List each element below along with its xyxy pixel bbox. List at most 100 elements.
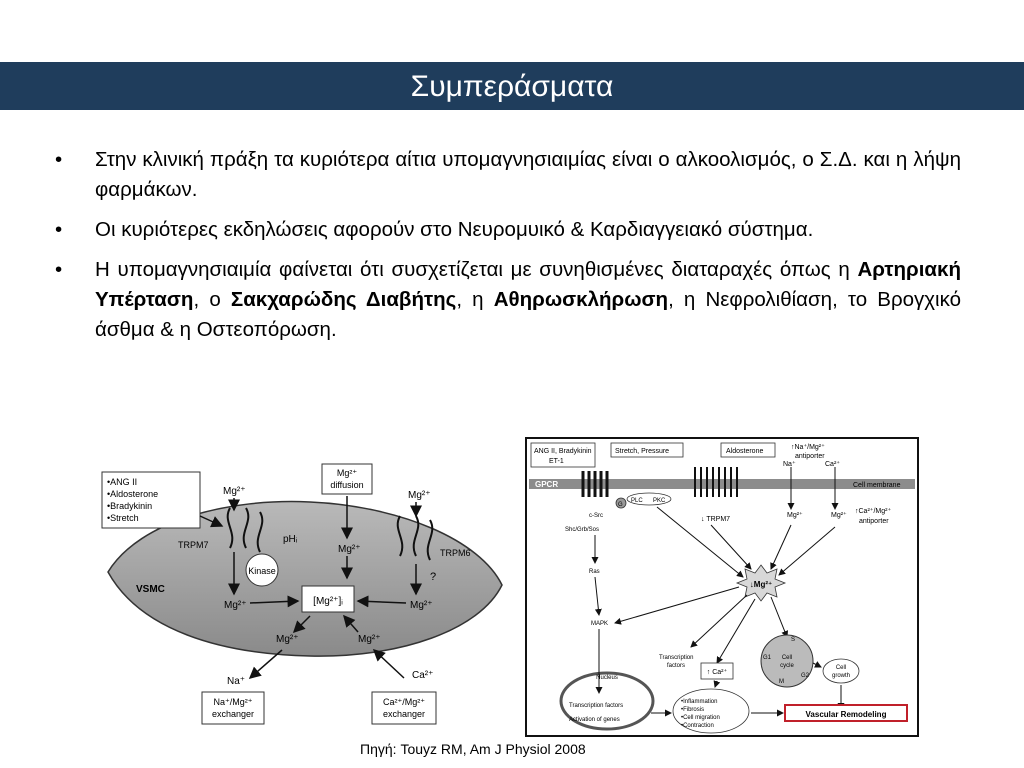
ca-exchanger-box	[371, 691, 437, 725]
trpm7-label: TRPM7	[178, 540, 209, 550]
pkc-label: PKC	[653, 498, 666, 504]
mg-lower-right: Mg²⁺	[358, 634, 381, 645]
cell-membrane	[529, 479, 915, 489]
trpm7-receptor	[694, 467, 738, 497]
diffusion-box	[321, 463, 373, 495]
bullet-marker: •	[55, 258, 63, 281]
mg-membrane-1: Mg²⁺	[787, 511, 803, 519]
phase-g1: G1	[763, 655, 772, 661]
g-label: G	[618, 502, 623, 508]
mg-left-inner: Mg²⁺	[224, 600, 247, 611]
nucleus	[559, 671, 655, 731]
activation-label: Activation of genes	[569, 717, 620, 723]
kinase-circle	[245, 553, 279, 587]
ca-exchanger-l2: exchanger	[383, 709, 425, 719]
bold-hypertension: Αρτηριακή Υπέρταση	[95, 258, 961, 311]
plc-label: PLC	[631, 498, 643, 504]
bullet-item-1: • Στην κλινική πράξη τα κυριότερα αίτια …	[55, 145, 961, 205]
mg-right-inner: Mg²⁺	[410, 600, 433, 611]
cell-cycle-circle	[760, 634, 814, 688]
bullet-list: • Στην κλινική πράξη τα κυριότερα αίτια …	[55, 145, 961, 355]
na-exchanger-l1: Na⁺/Mg²⁺	[213, 697, 252, 707]
tf-l2: factors	[667, 663, 685, 669]
stimulus-bradykinin: •Bradykinin	[107, 501, 152, 511]
source-citation: Πηγή: Touyz RM, Am J Physiol 2008	[360, 741, 586, 757]
na-top: Na⁺	[783, 460, 796, 468]
na-antiporter-l2: antiporter	[795, 453, 825, 460]
bullet-text-3b: , ο	[193, 288, 231, 311]
ph-label: pHᵢ	[283, 534, 298, 545]
trpm6-label: TRPM6	[440, 548, 471, 558]
shc-label: Shc/Grb/Sos	[565, 527, 599, 533]
na-exchanger-box	[201, 691, 265, 725]
nucleus-label: Nucleus	[596, 675, 618, 681]
mgi-label: [Mg²⁺]ᵢ	[313, 596, 343, 607]
ca-up-label: ↑ Ca²⁺	[707, 668, 728, 676]
mg-diffusion-inner: Mg²⁺	[338, 544, 361, 555]
gpcr-receptor	[581, 471, 609, 497]
vsmc-diagram: •ANG II •Aldosterone •Bradykinin •Stretc…	[101, 463, 503, 725]
na-antiporter-l1: ↑Na⁺/Mg²⁺	[791, 443, 825, 451]
ang-l2: ET-1	[549, 458, 564, 465]
stimulus-aldosterone: •Aldosterone	[107, 489, 158, 499]
plc-pkc	[626, 492, 672, 506]
bullet-marker: •	[55, 148, 63, 171]
mg-membrane-2: Mg²⁺	[831, 511, 847, 519]
phase-g2: G2	[801, 673, 810, 679]
ang-box	[530, 442, 596, 468]
bullet-text-3d: , η Νεφρολιθίαση, το Βρογχικό άσθμα & η …	[95, 288, 961, 341]
ca-antiporter-l2: antiporter	[859, 518, 889, 525]
stimulus-ang: •ANG II	[107, 477, 137, 487]
ras-label: Ras	[589, 569, 600, 575]
outcome-migration: •Cell migration	[681, 715, 720, 721]
ca-up-box	[700, 662, 734, 680]
stretch-label: Stretch, Pressure	[615, 448, 669, 455]
vascular-remodeling-box	[784, 704, 908, 722]
bullet-text-1: Στην κλινική πράξη τα κυριότερα αίτια υπ…	[95, 148, 961, 201]
question-mark: ?	[430, 571, 436, 583]
mg-trpm7-top: Mg²⁺	[223, 486, 246, 497]
mapk-label: MAPK	[591, 621, 608, 627]
bold-diabetes: Σακχαρώδης Διαβήτης	[230, 288, 457, 311]
phase-s: S	[791, 637, 795, 643]
bullet-item-3: • Η υπομαγνησιαιμία φαίνεται ότι συσχετί…	[55, 255, 961, 345]
tf2-label: Transcription factors	[569, 703, 623, 709]
ca-antiporter-l1: ↑Ca²⁺/Mg²⁺	[855, 507, 891, 515]
bullet-text-3c: , η	[456, 288, 494, 311]
csrc-label: c-Src	[589, 513, 603, 519]
mgi-box	[301, 585, 355, 613]
aldosterone-label: Aldosterone	[726, 448, 763, 455]
ca-label: Ca²⁺	[412, 670, 433, 681]
stimuli-box	[101, 471, 201, 529]
title-bar: Συμπεράσματα	[0, 62, 1024, 110]
gpcr-label: GPCR	[535, 480, 558, 489]
cell-membrane-label: Cell membrane	[853, 482, 901, 489]
aldosterone-box	[720, 442, 776, 458]
cell-cycle-l1: Cell	[782, 655, 792, 661]
trpm7-right-label: ↓ TRPM7	[701, 516, 730, 523]
stimulus-stretch: •Stretch	[107, 513, 139, 523]
bullet-item-2: • Οι κυριότερες εκδηλώσεις αφορούν στο Ν…	[55, 215, 961, 245]
trpm6-channel	[396, 515, 434, 561]
vsmc-label: VSMC	[136, 584, 165, 595]
mg-trpm6-top: Mg²⁺	[408, 490, 431, 501]
stretch-box	[610, 442, 684, 458]
tf-l1: Transcription	[659, 655, 693, 661]
ang-l1: ANG II, Bradykinin	[534, 448, 592, 455]
cell-growth-l1: Cell	[836, 665, 846, 671]
phase-m: M	[779, 679, 784, 685]
cell-growth-l2: growth	[832, 673, 850, 679]
vascular-remodeling-label: Vascular Remodeling	[806, 710, 887, 719]
bullet-text-3a: Η υπομαγνησιαιμία φαίνεται ότι συσχετίζε…	[95, 258, 858, 281]
bold-atherosclerosis: Αθηρωσκλήρωση	[493, 288, 669, 311]
signaling-diagram: ANG II, Bradykinin ET-1 Stretch, Pressur…	[525, 437, 919, 737]
bullet-marker: •	[55, 218, 63, 241]
g-protein	[615, 497, 627, 509]
cell-growth	[822, 658, 860, 684]
ca-exchanger-l1: Ca²⁺/Mg²⁺	[383, 697, 425, 707]
diffusion-label: diffusion	[330, 480, 363, 490]
mg-center-label: ↓Mg²⁺	[750, 580, 772, 589]
diffusion-mg: Mg²⁺	[337, 468, 357, 478]
outcome-contraction: •Contraction	[681, 723, 714, 729]
slide-title: Συμπεράσματα	[410, 70, 614, 103]
